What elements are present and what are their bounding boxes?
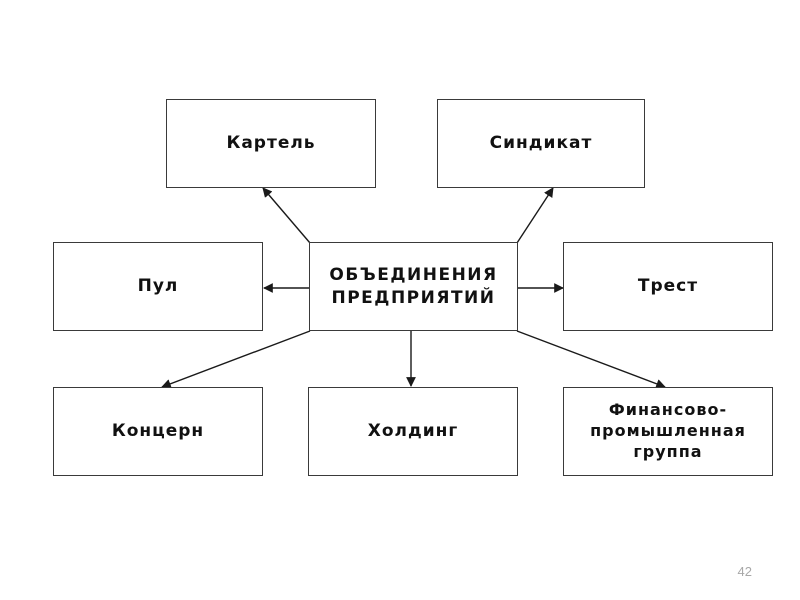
node-holding: Холдинг bbox=[308, 387, 518, 476]
arrow-to-sindikat bbox=[516, 187, 554, 244]
node-kartel-label: Картель bbox=[226, 133, 316, 154]
node-center-line2: ПРЕДПРИЯТИЙ bbox=[331, 287, 496, 308]
node-fin-line1: Финансово- bbox=[608, 400, 728, 420]
node-center: ОБЪЕДИНЕНИЯ ПРЕДПРИЯТИЙ bbox=[309, 242, 518, 331]
node-koncern: Концерн bbox=[53, 387, 263, 476]
arrow-to-koncern bbox=[161, 330, 311, 389]
node-kartel: Картель bbox=[166, 99, 376, 188]
page-number: 42 bbox=[737, 564, 752, 579]
node-trest: Трест bbox=[563, 242, 773, 331]
node-fin-line3: группа bbox=[633, 441, 703, 461]
node-center-line1: ОБЪЕДИНЕНИЯ bbox=[329, 264, 498, 285]
node-trest-label: Трест bbox=[637, 276, 699, 297]
node-fin-line2: промышленная bbox=[590, 421, 746, 441]
node-pul: Пул bbox=[53, 242, 263, 331]
node-koncern-label: Концерн bbox=[111, 421, 205, 442]
arrow-to-kartel bbox=[262, 187, 311, 244]
node-sindikat: Синдикат bbox=[437, 99, 645, 188]
node-sindikat-label: Синдикат bbox=[489, 133, 593, 154]
node-fin-group: Финансово- промышленная группа bbox=[563, 387, 773, 476]
node-holding-label: Холдинг bbox=[367, 421, 459, 442]
arrow-to-fin-group bbox=[516, 330, 666, 389]
node-pul-label: Пул bbox=[137, 276, 179, 297]
